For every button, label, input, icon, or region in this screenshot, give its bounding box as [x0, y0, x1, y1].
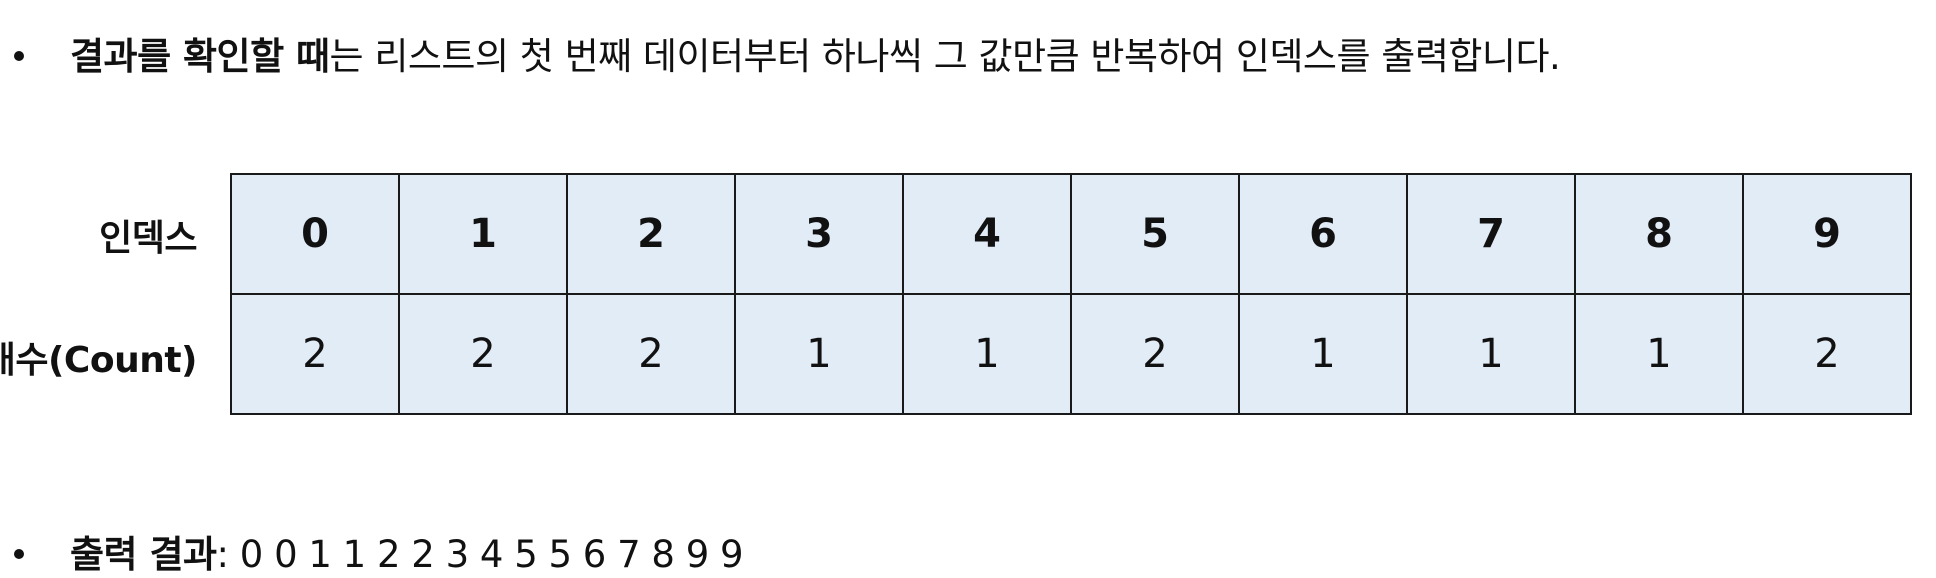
result-separator: :: [216, 532, 240, 576]
result-label: 출력 결과: [70, 532, 217, 576]
count-cell: 1: [1406, 293, 1576, 415]
index-row-label: 인덱스: [99, 218, 197, 259]
index-cell: 1: [398, 173, 568, 295]
count-cell: 2: [1742, 293, 1912, 415]
index-cell: 3: [734, 173, 904, 295]
result-values: 0 0 1 1 2 2 3 4 5 5 6 7 8 9 9: [239, 532, 744, 576]
index-cell: 9: [1742, 173, 1912, 295]
count-row: 2 2 2 1 1 2 1 1 1 2: [230, 293, 1912, 415]
bullet-icon: [14, 51, 24, 61]
index-cell: 5: [1070, 173, 1240, 295]
bullet-icon: [14, 549, 24, 559]
explanation-text: 는 리스트의 첫 번째 데이터부터 하나씩 그 값만큼 반복하여 인덱스를 출력…: [329, 34, 1561, 78]
index-row: 0 1 2 3 4 5 6 7 8 9: [230, 173, 1912, 295]
count-cell: 2: [398, 293, 568, 415]
count-table: 0 1 2 3 4 5 6 7 8 9 2 2 2 1 1 2 1 1 1 2: [230, 173, 1912, 415]
index-cell: 0: [230, 173, 400, 295]
count-row-label: 개수(Count): [0, 340, 198, 381]
index-cell: 8: [1574, 173, 1744, 295]
index-cell: 6: [1238, 173, 1408, 295]
index-cell: 7: [1406, 173, 1576, 295]
count-cell: 1: [734, 293, 904, 415]
count-cell: 2: [566, 293, 736, 415]
index-cell: 2: [566, 173, 736, 295]
count-cell: 2: [1070, 293, 1240, 415]
count-cell: 1: [902, 293, 1072, 415]
index-cell: 4: [902, 173, 1072, 295]
explanation-bold-text: 결과를 확인할 때: [70, 34, 330, 78]
count-cell: 2: [230, 293, 400, 415]
count-cell: 1: [1574, 293, 1744, 415]
count-cell: 1: [1238, 293, 1408, 415]
result-line: 출력 결과: 0 0 1 1 2 2 3 4 5 5 6 7 8 9 9: [14, 532, 744, 576]
